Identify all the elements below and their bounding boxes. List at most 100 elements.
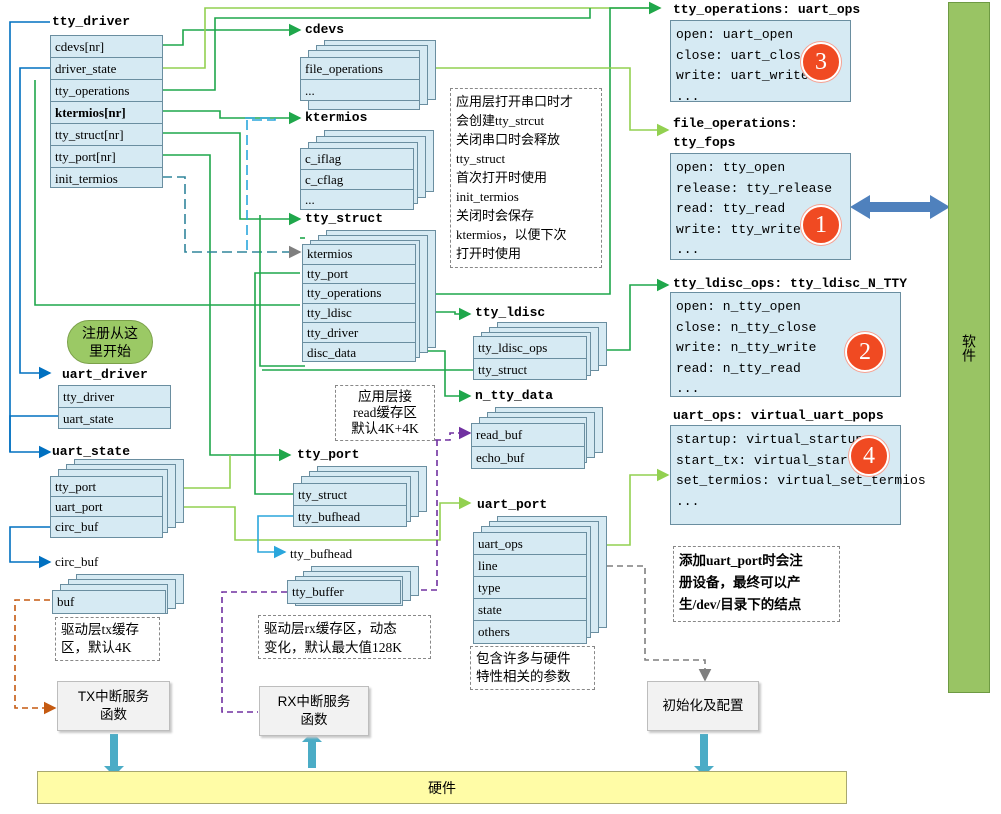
uart-state-title: uart_state (52, 444, 131, 459)
circ-buf-struct: buf (52, 574, 192, 614)
tty-struct-struct: ktermios tty_port tty_operations tty_ldi… (302, 230, 440, 362)
n-tty-data-struct: read_buf echo_buf (471, 407, 611, 469)
ops-line: open: uart_open (676, 27, 794, 42)
field-state: state (474, 599, 586, 621)
field-tty-bufhead: tty_bufhead (298, 508, 361, 524)
field-tty-operations: tty_operations (51, 80, 162, 102)
field-tty-driver: tty_driver (59, 386, 170, 408)
note-line: 打开时使用 (456, 246, 522, 261)
tty-bufhead-struct: tty_buffer (287, 566, 427, 606)
field-read-buf: read_buf (472, 424, 584, 447)
field-tty-driver: tty_driver (303, 323, 415, 343)
ops-line: close: n_tty_close (676, 319, 817, 335)
ops-line: set_termios: virtual_set_termios (676, 473, 926, 488)
field-uart-port: uart_port (51, 497, 162, 517)
field-uart-ops: uart_ops (474, 533, 586, 555)
field-echo-buf: echo_buf (476, 450, 525, 465)
tty-struct-note: 应用层打开串口时才 会创建tty_strcut 关闭串口时会释放 tty_str… (450, 88, 602, 268)
field-cdevs: cdevs[nr] (51, 36, 162, 58)
tty-bufhead-title: tty_bufhead (290, 546, 353, 561)
box-line: RX中断服务 (277, 694, 351, 709)
software-column: 软件 (948, 2, 990, 693)
ops-line: release: tty_release (676, 180, 833, 196)
note-line: 会创建tty_strcut (456, 113, 545, 128)
field-ktermios: ktermios[nr] (51, 102, 162, 124)
uart-port-title: uart_port (477, 497, 548, 512)
field-tty-struct: tty_struct (478, 361, 528, 377)
uart-ops-box: open: uart_open close: uart_close write:… (670, 20, 851, 104)
uart-state-struct: tty_port uart_port circ_buf (50, 459, 190, 539)
field-tty-port: tty_port (303, 265, 415, 285)
field-ktermios: ktermios (303, 245, 415, 265)
read-buf-note: 应用层接 read缓存区 默认4K+4K (335, 385, 435, 441)
rx-buf-note: 驱动层rx缓存区，动态 变化，默认最大值128K (258, 615, 431, 659)
field-uart-state: uart_state (63, 410, 114, 426)
field-buf: buf (57, 594, 75, 609)
note-line: 驱动层tx缓存 (61, 622, 140, 637)
uart-port-note: 包含许多与硬件 特性相关的参数 (470, 646, 595, 690)
note-line: 变化，默认最大值128K (264, 640, 402, 655)
field-disc-data: disc_data (307, 344, 357, 360)
note-line: 生/dev/目录下的结点 (679, 597, 802, 612)
n-tty-ops-title: tty_ldisc_ops: tty_ldisc_N_TTY (673, 276, 908, 291)
ops-line: read: n_tty_read (676, 360, 801, 376)
uart-port-struct: uart_ops line type state others (473, 516, 613, 644)
field-init-termios: init_termios (55, 170, 118, 186)
field-tty-port: tty_port (51, 477, 162, 497)
field-tty-ldisc-ops: tty_ldisc_ops (474, 337, 586, 359)
uart-ops-title: tty_operations: uart_ops (673, 2, 861, 17)
circ-buf-title: circ_buf (55, 554, 99, 569)
ops-line: read: tty_read (676, 201, 786, 216)
add-port-note: 添加uart_port时会注 册设备，最终可以产 生/dev/目录下的结点 (673, 546, 840, 622)
note-line: 首次打开时使用 (456, 170, 548, 185)
note-line: 应用层接 (358, 389, 412, 404)
note-line: 应用层打开串口时才 (456, 94, 574, 109)
badge-3: 3 (801, 42, 841, 82)
n-tty-data-title: n_tty_data (475, 388, 554, 403)
note-line: 关闭串口时会释放 (456, 132, 561, 147)
note-line: 区，默认4K (61, 640, 132, 655)
field-c-cflag: c_cflag (301, 170, 413, 190)
ops-line: open: tty_open (676, 160, 786, 175)
tty-fops-title: file_operations: (673, 116, 798, 131)
tty-port-title: tty_port (297, 447, 360, 462)
virtual-uart-ops-title: uart_ops: virtual_uart_pops (673, 408, 884, 423)
pill-line: 里开始 (89, 343, 131, 359)
ops-line: write: tty_write (676, 221, 801, 237)
box-line: 初始化及配置 (662, 698, 744, 713)
note-line: ktermios，以便下次 (456, 227, 567, 242)
field-tty-struct: tty_struct (294, 484, 406, 506)
ops-line: write: uart_write (676, 68, 809, 83)
cdevs-title: cdevs (305, 22, 345, 37)
ops-line: close: uart_close (676, 47, 809, 63)
box-line: 函数 (99, 707, 127, 722)
field-c-iflag: c_iflag (301, 149, 413, 170)
note-line: 驱动层rx缓存区，动态 (264, 621, 397, 636)
tty-port-struct: tty_struct tty_bufhead (293, 466, 433, 528)
box-line: 函数 (300, 712, 328, 727)
field-tty-buffer: tty_buffer (292, 584, 344, 599)
ops-line: ... (676, 381, 700, 396)
ops-line: startup: virtual_startup (676, 432, 864, 447)
double-arrow (850, 195, 950, 219)
field-ellipsis: ... (305, 191, 315, 207)
field-ellipsis: ... (305, 82, 315, 98)
note-line: 特性相关的参数 (476, 669, 571, 684)
ops-line: ... (676, 493, 700, 509)
tty-ldisc-title: tty_ldisc (475, 305, 546, 320)
box-line: TX中断服务 (77, 689, 150, 704)
tx-isr-box: TX中断服务函数 (57, 681, 170, 731)
note-line: 包含许多与硬件 (476, 651, 571, 666)
field-circ-buf: circ_buf (55, 519, 99, 534)
tty-ldisc-struct: tty_ldisc_ops tty_struct (473, 322, 613, 382)
note-line: 添加uart_port时会注 (679, 553, 803, 568)
tty-struct-title: tty_struct (305, 211, 384, 226)
note-line: read缓存区 (353, 405, 417, 420)
note-line: 默认4K+4K (351, 421, 419, 436)
field-tty-port: tty_port[nr] (51, 146, 162, 168)
register-start-label: 注册从这 里开始 (67, 320, 153, 364)
note-line: init_termios (456, 189, 519, 204)
pill-line: 注册从这 (82, 325, 138, 341)
field-others: others (478, 624, 510, 639)
